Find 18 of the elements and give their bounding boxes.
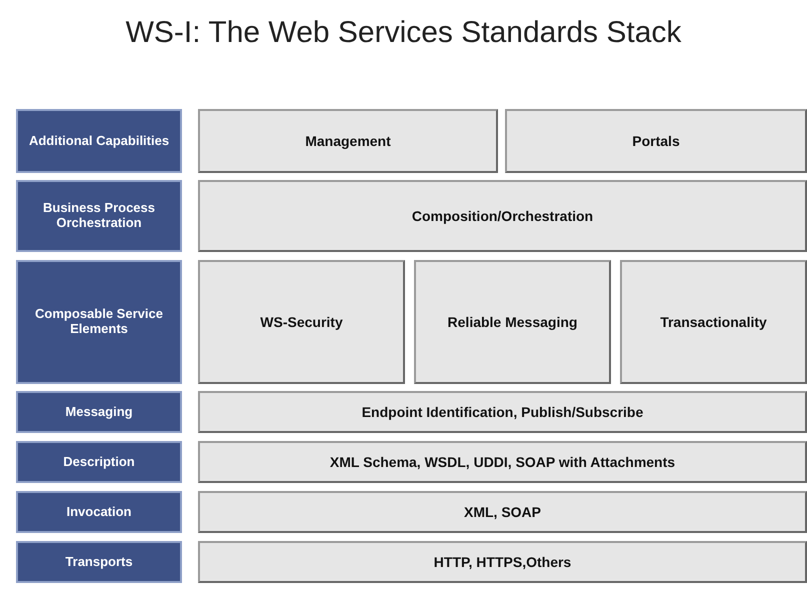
standard-box: XML, SOAP	[198, 491, 807, 533]
layer-label: Transports	[16, 541, 182, 583]
standard-box: Composition/Orchestration	[198, 180, 807, 252]
standard-box: XML Schema, WSDL, UDDI, SOAP with Attachments	[198, 441, 807, 483]
layer-label: Additional Capabilities	[16, 109, 182, 173]
diagram-title: WS-I: The Web Services Standards Stack	[124, 16, 682, 50]
standard-box: HTTP, HTTPS,Others	[198, 541, 807, 583]
standard-box: Management	[198, 109, 498, 173]
standard-box: WS-Security	[198, 260, 405, 384]
layer-label: Business Process Orchestration	[16, 180, 182, 252]
standard-box: Reliable Messaging	[414, 260, 611, 384]
layer-label: Messaging	[16, 391, 182, 433]
layer-label: Description	[16, 441, 182, 483]
layer-label: Composable Service Elements	[16, 260, 182, 384]
layer-label: Invocation	[16, 491, 182, 533]
standard-box: Transactionality	[620, 260, 807, 384]
standard-box: Portals	[505, 109, 807, 173]
standard-box: Endpoint Identification, Publish/Subscribe	[198, 391, 807, 433]
